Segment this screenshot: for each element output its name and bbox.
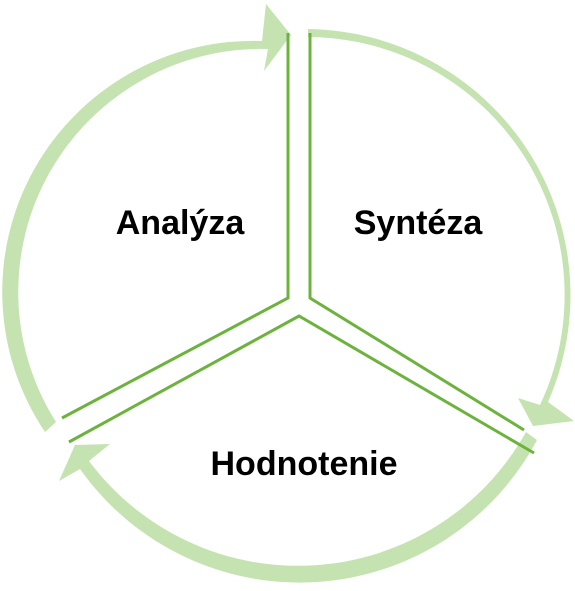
divider-lines <box>61 33 535 455</box>
divider-analyza-top <box>61 33 290 420</box>
arc-synteza-to-hodnotenie <box>308 29 574 426</box>
segment-label-analyza: Analýza <box>115 204 245 242</box>
segment-label-hodnotenie: Hodnotenie <box>210 445 398 483</box>
segment-label-synteza: Syntéza <box>353 204 483 242</box>
divider-hodnotenie <box>68 314 535 455</box>
arc-analyza-to-synteza <box>2 4 292 432</box>
divider-synteza-top <box>308 33 525 432</box>
arc-hodnotenie-to-analyza <box>59 432 537 583</box>
